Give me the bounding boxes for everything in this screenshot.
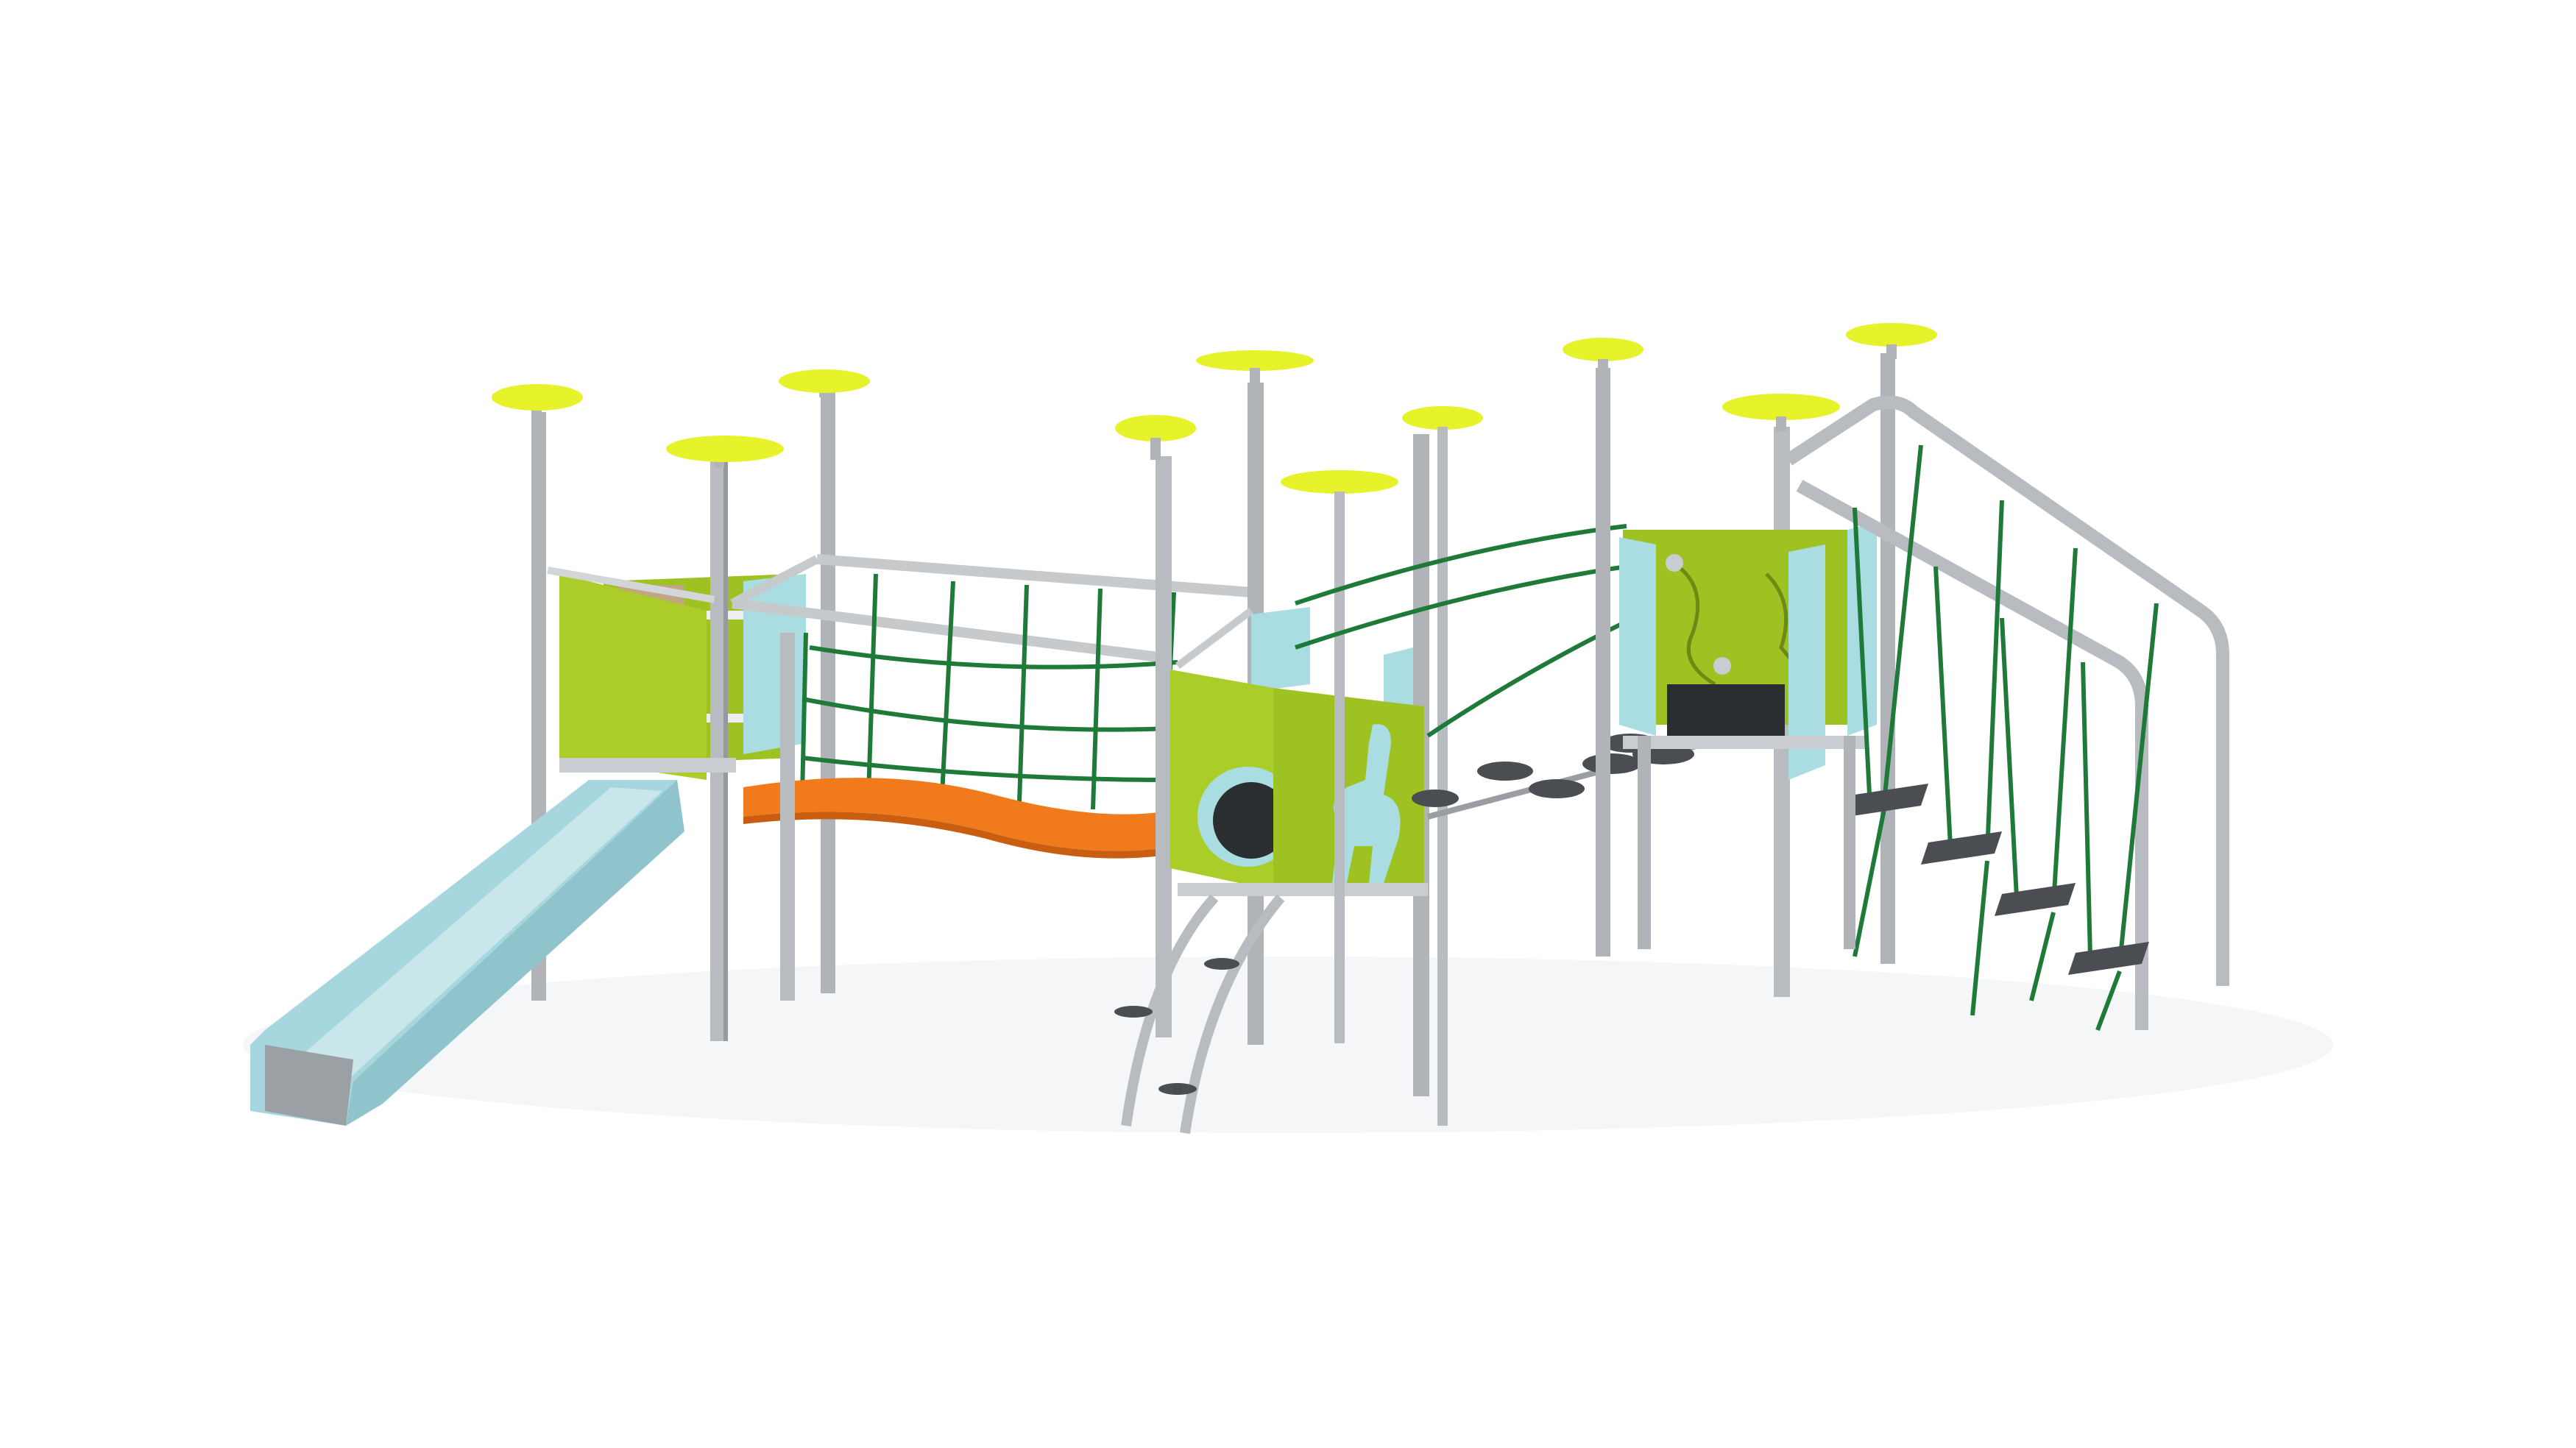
post: [1156, 456, 1172, 1037]
rope-rail: [1295, 524, 1627, 606]
post: [1596, 368, 1610, 957]
tower-opening: [1667, 684, 1785, 743]
swing-rope: [1970, 860, 1989, 1016]
stepping-stone[interactable]: [1582, 753, 1641, 774]
top-rail: [1175, 608, 1253, 669]
post-shade: [723, 456, 728, 1041]
slide[interactable]: [250, 780, 684, 1126]
porthole-opening: [1213, 782, 1289, 859]
swing-rope: [2081, 661, 2092, 957]
canopy-pole: [1598, 359, 1608, 374]
tower-floor: [1178, 883, 1428, 896]
net-rope: [1091, 588, 1103, 810]
swing-step[interactable]: [1921, 831, 2002, 865]
swing-rope: [2117, 603, 2159, 965]
canopy: [666, 436, 784, 462]
bridge-deck: [743, 778, 1178, 851]
canopies-right: [1563, 323, 1937, 431]
stepping-stone[interactable]: [1529, 779, 1585, 798]
tower-side-panel: [1619, 537, 1656, 736]
right-tower: [1596, 353, 1895, 997]
swinging-steps[interactable]: [1785, 395, 2229, 1032]
swing-step[interactable]: [1995, 883, 2076, 916]
post: [1844, 736, 1855, 949]
tower-side-panel: [1788, 544, 1825, 780]
tower-floor: [1623, 736, 1866, 749]
middle-tower: [1156, 383, 1429, 1096]
canopy: [1196, 350, 1314, 371]
swing-rope: [2029, 912, 2056, 1001]
canopy-pole: [1886, 344, 1897, 359]
net-rope: [1017, 584, 1029, 803]
slide-bed: [280, 787, 662, 1082]
post: [780, 633, 795, 1001]
tower-floor: [559, 758, 736, 773]
canopy-pole: [1250, 368, 1260, 386]
canopy: [492, 384, 583, 411]
tower-top-rail: [547, 567, 715, 603]
slide-run-out: [265, 1045, 353, 1126]
canopy: [1281, 470, 1398, 494]
left-tower: [531, 379, 835, 1041]
canopies-left: [492, 369, 870, 467]
puzzle-path: [1765, 572, 1812, 686]
top-rail: [730, 555, 819, 608]
swing-rope: [1853, 507, 1872, 795]
curved-ladder[interactable]: [1114, 894, 1285, 1135]
dinosaur-decal-icon: [1332, 724, 1401, 883]
puzzle-path: [1677, 565, 1716, 686]
swing-rope: [2051, 547, 2078, 906]
rope-rail: [1295, 564, 1627, 650]
net-bridge[interactable]: [730, 554, 1252, 1001]
post: [1880, 353, 1895, 964]
canopy-pole: [1776, 416, 1786, 431]
post: [821, 379, 835, 993]
net-rope: [800, 632, 808, 795]
swing-rope: [2000, 617, 2019, 898]
swing-rope: [1882, 444, 1923, 803]
swing-step[interactable]: [1847, 784, 1928, 817]
floor-shadow: [243, 957, 2333, 1133]
ladder-step[interactable]: [1204, 958, 1239, 970]
canopy: [1402, 406, 1483, 430]
ladder-rail: [1121, 894, 1219, 1126]
ladder-step[interactable]: [1114, 1006, 1153, 1018]
net-rope: [802, 697, 1171, 732]
top-rail: [816, 554, 1252, 597]
canopy: [1563, 338, 1643, 361]
stepping-stone[interactable]: [1477, 762, 1533, 781]
tower-front-panel: [559, 574, 707, 780]
canopy: [779, 369, 870, 393]
frame-bar: [1785, 395, 2229, 986]
canopy-pole: [1150, 438, 1161, 460]
net-rope: [866, 573, 878, 795]
canopy-pole: [1334, 491, 1345, 1043]
puzzle-knob[interactable]: [1713, 657, 1731, 675]
net-rope: [802, 756, 1171, 782]
canopy: [1722, 394, 1840, 420]
swing-rope: [1933, 566, 1953, 847]
stepping-stone[interactable]: [1412, 789, 1459, 807]
tower-side-panel: [1384, 647, 1413, 714]
slide-side-wall: [346, 780, 684, 1126]
ladder-step[interactable]: [1158, 1083, 1197, 1095]
swing-rope: [1853, 809, 1886, 957]
puzzle-knob[interactable]: [1666, 554, 1683, 572]
swing-rope: [1985, 500, 2004, 854]
net-rope: [940, 581, 955, 795]
ladder-rail: [1180, 894, 1285, 1135]
canopy: [1846, 323, 1937, 347]
swing-rope: [2095, 970, 2122, 1032]
post: [1638, 736, 1651, 949]
tower-side-panel: [1251, 607, 1310, 692]
swing-step[interactable]: [2068, 942, 2149, 975]
canopy: [1115, 415, 1196, 441]
net-rope: [809, 645, 1178, 670]
canopy-pole: [1437, 427, 1448, 1126]
frame-bar: [1796, 480, 2148, 1030]
